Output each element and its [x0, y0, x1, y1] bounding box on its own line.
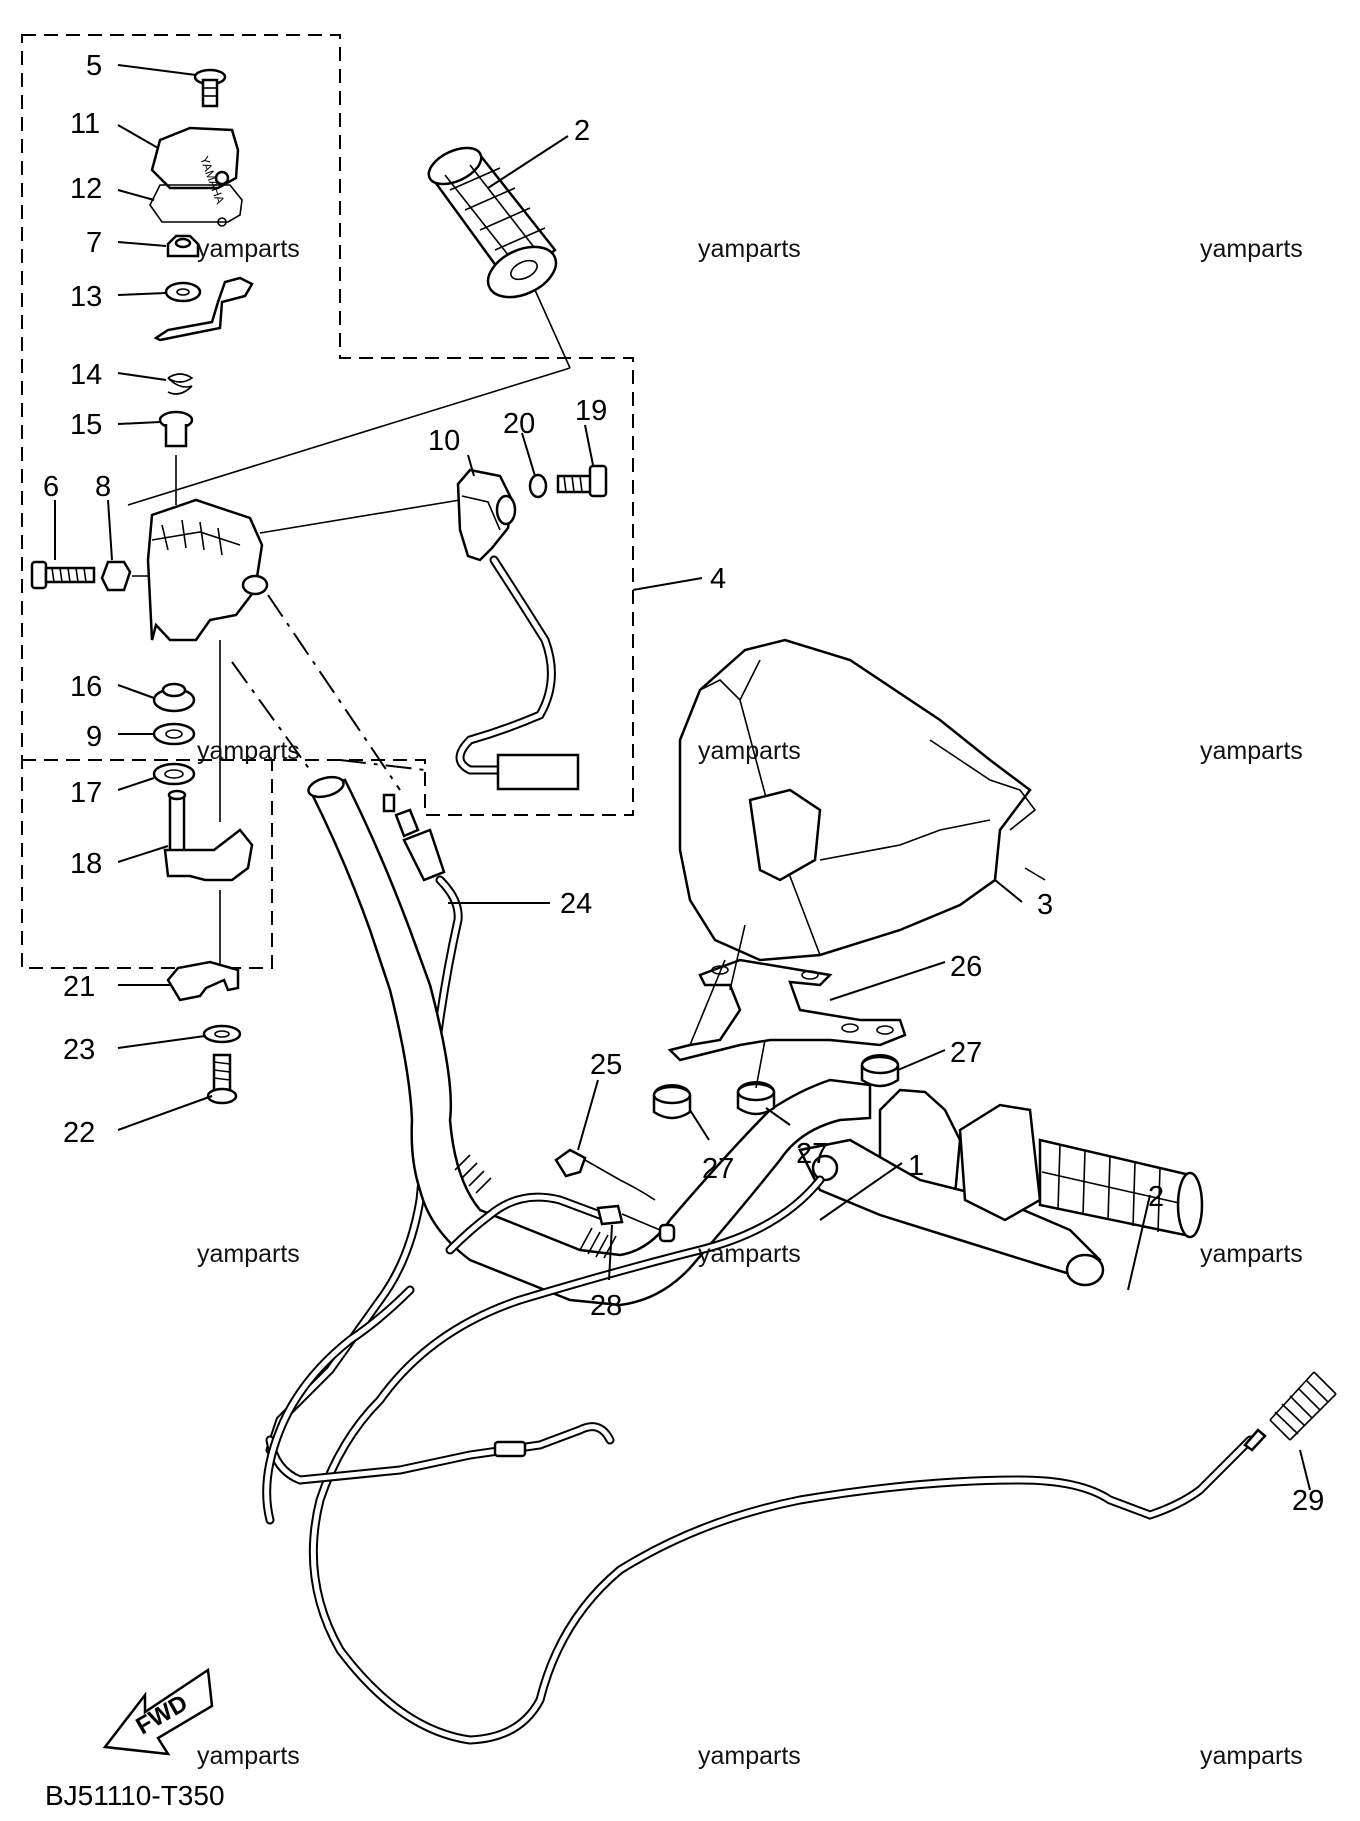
- cowl-bracket-26-icon: [667, 958, 907, 1062]
- watermarks: yamparts yamparts yamparts yamparts yamp…: [197, 235, 1303, 1770]
- callout-23: 23: [63, 1034, 95, 1066]
- callout-15: 15: [70, 409, 102, 441]
- callout-4: 4: [710, 563, 726, 595]
- fwd-arrow-icon: FWD: [102, 1667, 214, 1756]
- callout-28: 28: [590, 1290, 622, 1322]
- callout-21: 21: [63, 971, 95, 1003]
- callout-17: 17: [70, 777, 102, 809]
- washer-9-icon: [152, 722, 196, 746]
- headlight-cowl-3-icon: [678, 638, 1037, 962]
- watermark: yamparts: [698, 235, 801, 263]
- gasket-12-icon: [149, 184, 243, 223]
- callout-27-middle: 27: [796, 1138, 828, 1170]
- callout-7: 7: [86, 227, 102, 259]
- bolt-6-icon: [30, 560, 96, 590]
- callout-2-right: 2: [1148, 1181, 1164, 1213]
- callout-1: 1: [908, 1150, 924, 1182]
- watermark: yamparts: [698, 737, 801, 765]
- spring-29-icon: [1269, 1371, 1337, 1441]
- nut-7-icon: [166, 234, 200, 258]
- watermark: yamparts: [698, 1742, 801, 1770]
- grommet-27b-icon: [736, 1081, 776, 1116]
- switch-connector-icon: [496, 753, 580, 791]
- grip-top-2-icon: [427, 146, 558, 299]
- washer-20-icon: [528, 473, 548, 499]
- watermark: yamparts: [197, 1742, 300, 1770]
- watermark: yamparts: [197, 1240, 300, 1268]
- callouts: 5 11 12 7 13 14 15 6 8 16 9 17 18 21 23 …: [43, 50, 1324, 1517]
- watermark: yamparts: [1200, 235, 1303, 263]
- bracket-13-icon: [153, 276, 254, 342]
- watermark: yamparts: [197, 737, 300, 765]
- throttle-housing-icon: [146, 498, 269, 642]
- nut-8-icon: [100, 560, 132, 592]
- bolt-22-icon: [206, 1053, 238, 1105]
- callout-19: 19: [575, 395, 607, 427]
- watermark: yamparts: [1200, 1240, 1303, 1268]
- callout-18: 18: [70, 848, 102, 880]
- callout-27-right: 27: [950, 1037, 982, 1069]
- callout-14: 14: [70, 359, 102, 391]
- callout-27-left: 27: [702, 1153, 734, 1185]
- switch-cover-11-icon: YAMAHA: [150, 126, 240, 206]
- bolt-19-icon: [556, 464, 608, 498]
- diagram-code: BJ51110-T350: [45, 1780, 225, 1811]
- callout-24: 24: [560, 888, 592, 920]
- collar-15-icon: [158, 410, 194, 448]
- callout-5: 5: [86, 50, 102, 82]
- watermark: yamparts: [1200, 737, 1303, 765]
- bush-16-icon: [152, 682, 196, 713]
- callout-12: 12: [70, 173, 102, 205]
- callout-9: 9: [86, 721, 102, 753]
- watermark: yamparts: [1200, 1742, 1303, 1770]
- cable-end-28-icon: [658, 1223, 676, 1243]
- leader-lines: [54, 64, 1311, 1491]
- spring-14-icon: [167, 373, 194, 395]
- callout-8: 8: [95, 471, 111, 503]
- callout-20: 20: [503, 408, 535, 440]
- callout-2-top: 2: [574, 115, 590, 147]
- washer-23-icon: [202, 1024, 242, 1044]
- stop-switch-10-icon: [456, 468, 517, 562]
- lever-holder-icon: [798, 1088, 1105, 1287]
- wire-clamp-25-icon: [554, 1148, 656, 1201]
- watermark: yamparts: [197, 235, 300, 263]
- grommet-27c-icon: [860, 1054, 900, 1088]
- screw-5-icon: [193, 68, 227, 108]
- grip-bottom-2-icon: [958, 1103, 1204, 1239]
- callout-13: 13: [70, 281, 102, 313]
- callout-10: 10: [428, 425, 460, 457]
- callout-3: 3: [1037, 889, 1053, 921]
- handlebar-icon: [307, 775, 872, 1307]
- callout-25: 25: [590, 1049, 622, 1081]
- clamp-21-icon: [166, 960, 240, 1002]
- callout-6: 6: [43, 471, 59, 503]
- callout-29: 29: [1292, 1485, 1324, 1517]
- callout-26: 26: [950, 951, 982, 983]
- watermark: yamparts: [698, 1240, 801, 1268]
- washer-17-icon: [152, 762, 196, 786]
- callout-22: 22: [63, 1117, 95, 1149]
- callout-11: 11: [70, 108, 100, 140]
- throttle-lever-18-icon: [163, 789, 254, 882]
- grommet-27a-icon: [652, 1084, 692, 1120]
- callout-16: 16: [70, 671, 102, 703]
- washer-13-icon: [164, 281, 202, 303]
